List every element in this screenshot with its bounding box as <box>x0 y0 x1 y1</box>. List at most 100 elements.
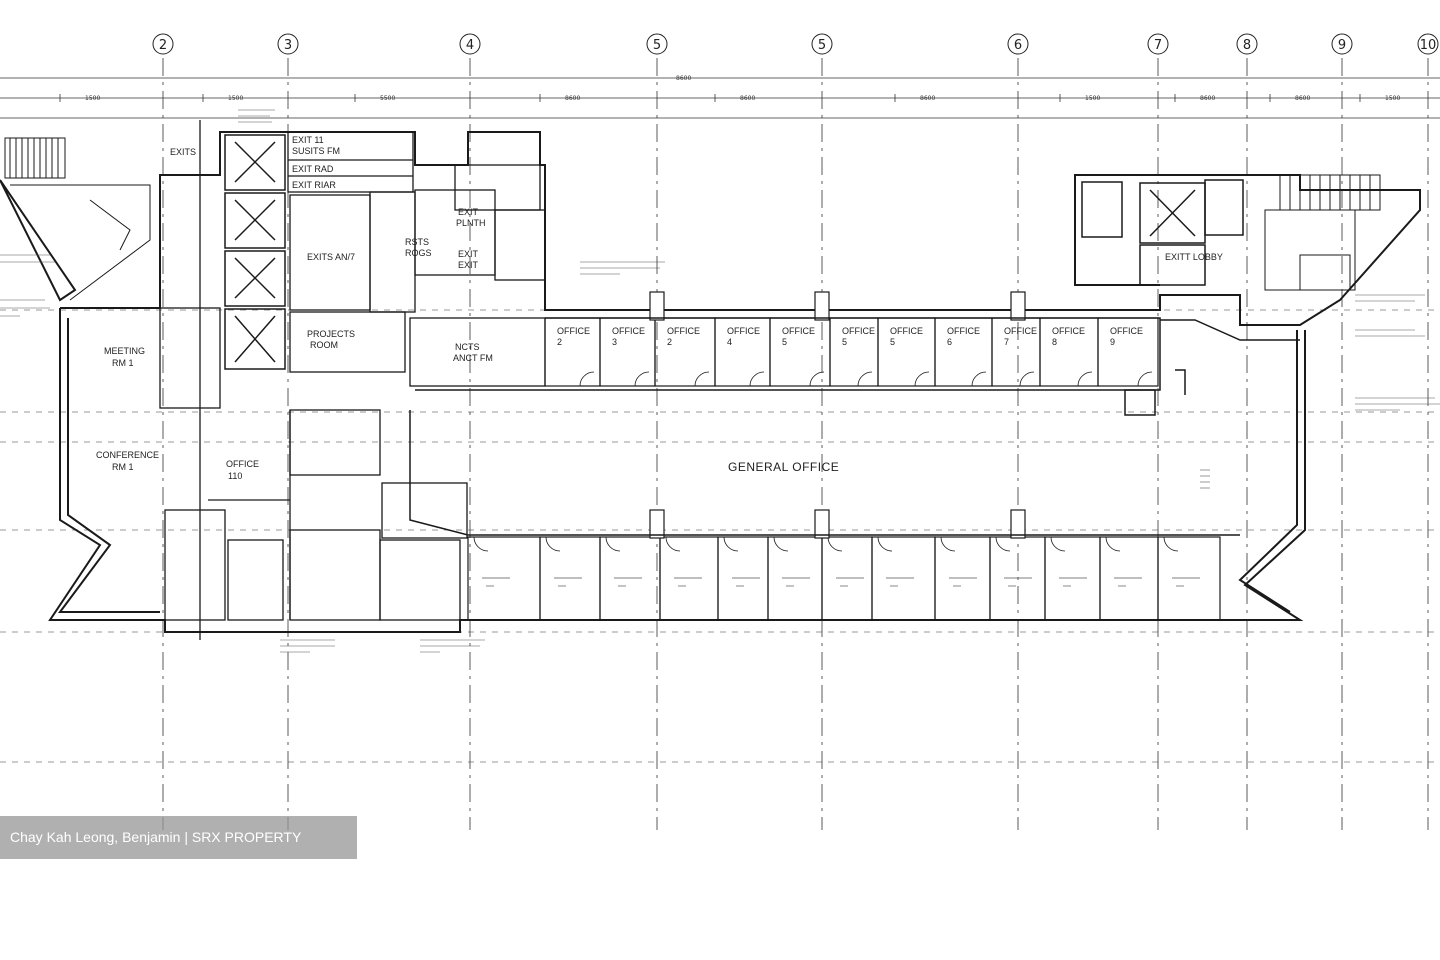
exits-anx-label: EXITS AN/7 <box>307 252 355 262</box>
segment-dimension: 8600 <box>740 95 755 102</box>
office-cell <box>539 536 601 621</box>
office-cell <box>821 536 873 621</box>
grid-marker-circle <box>811 33 833 55</box>
door-swing <box>694 371 710 387</box>
grid-label: 5 <box>818 38 826 53</box>
door-swing <box>723 536 739 552</box>
column <box>1010 291 1026 321</box>
office-cell <box>659 536 719 621</box>
door-swing <box>1163 536 1179 552</box>
grid-marker-circle <box>459 33 481 55</box>
grid-label: 5 <box>653 38 661 53</box>
grid-label: 4 <box>466 38 474 53</box>
projects-room-sublabel: ROOM <box>310 340 338 350</box>
door-swing <box>995 536 1011 552</box>
exit-plant-sublabel: PLNTH <box>456 218 486 228</box>
segment-dimension: 8600 <box>1200 95 1215 102</box>
segment-dimension: 1500 <box>1385 95 1400 102</box>
grid-marker-circle <box>1147 33 1169 55</box>
grid-marker-circle <box>1007 33 1029 55</box>
right-stair <box>1264 174 1381 291</box>
left-stair <box>4 137 151 301</box>
grid-marker-circle <box>646 33 668 55</box>
column <box>1010 509 1026 539</box>
door-swing <box>809 371 825 387</box>
watermark: Chay Kah Leong, Benjamin | SRX PROPERTY <box>0 816 357 859</box>
door-swing <box>773 536 789 552</box>
door-swing <box>1105 536 1121 552</box>
grid-label: 7 <box>1154 38 1162 53</box>
office-cell <box>717 536 769 621</box>
offices-bottom-row <box>467 291 1221 621</box>
conference-room-sublabel: RM 1 <box>112 462 134 472</box>
office-cell <box>467 536 541 621</box>
general-office-label: GENERAL OFFICE <box>728 460 839 474</box>
door-swing <box>1050 536 1066 552</box>
door-swing <box>634 371 650 387</box>
exits-lobby-left-label: EXITS <box>170 147 196 157</box>
segment-dimension: 8600 <box>1295 95 1310 102</box>
door-swing <box>914 371 930 387</box>
door-swing <box>971 371 987 387</box>
door-swing <box>827 536 843 552</box>
office-cell <box>1044 536 1101 621</box>
exit-exit-sublabel: EXIT <box>458 260 479 270</box>
structural-grid: 2 3 4 5 5 6 7 8 9 10 <box>152 33 1439 830</box>
office-floor-outline <box>409 317 1300 536</box>
offices-top-row: OFFICE2OFFICE3OFFICE2OFFICE4OFFICE5OFFIC… <box>544 317 1159 387</box>
meeting-room-label: MEETING <box>104 346 145 356</box>
door-swing <box>473 536 489 552</box>
office-number: 8 <box>1052 337 1057 347</box>
grid-marker-circle <box>152 33 174 55</box>
office-number: 5 <box>890 337 895 347</box>
exit-11-label: EXIT 11 <box>292 135 324 145</box>
exit-plant-label: EXIT <box>458 207 479 217</box>
segment-dimension: 1500 <box>1085 95 1100 102</box>
office-cell <box>934 536 991 621</box>
grid-label: 6 <box>1014 38 1022 53</box>
nets-sublabel: ANCT FM <box>453 353 493 363</box>
office-number: 5 <box>842 337 847 347</box>
door-swing <box>605 536 621 552</box>
segment-dimension: 8600 <box>920 95 935 102</box>
door-swing <box>857 371 873 387</box>
office-cell <box>767 536 823 621</box>
office-cell <box>989 536 1046 621</box>
grid-label: 9 <box>1338 38 1346 53</box>
exit-lobby-label: EXITT LOBBY <box>1165 252 1223 262</box>
office-label: OFFICE <box>842 326 875 336</box>
office-number: 5 <box>782 337 787 347</box>
office-label: OFFICE <box>667 326 700 336</box>
meeting-room-sublabel: RM 1 <box>112 358 134 368</box>
office-label: OFFICE <box>612 326 645 336</box>
office-cell <box>871 536 936 621</box>
projects-room-label: PROJECTS <box>307 329 355 339</box>
grid-label: 2 <box>159 38 167 53</box>
door-swing <box>1077 371 1093 387</box>
exit-riar-label: EXIT RIAR <box>292 180 336 190</box>
segment-dimension: 1500 <box>228 95 243 102</box>
exit-exit-label: EXIT <box>458 249 479 259</box>
office-label: OFFICE <box>890 326 923 336</box>
segment-dimension: 8600 <box>565 95 580 102</box>
grid-label: 3 <box>284 38 292 53</box>
grid-label: 10 <box>1420 38 1437 53</box>
office-number: 7 <box>1004 337 1009 347</box>
office-label: OFFICE <box>782 326 815 336</box>
office-cell <box>599 536 661 621</box>
door-swing <box>1137 371 1153 387</box>
office-number: 9 <box>1110 337 1115 347</box>
exit-11-sublabel: SUSITS FM <box>292 146 340 156</box>
office-110-sublabel: 110 <box>228 471 242 481</box>
segment-dimension: 1500 <box>85 95 100 102</box>
rests-sublabel: ROGS <box>405 248 432 258</box>
door-swing <box>579 371 595 387</box>
room-labels: MEETING RM 1 CONFERENCE RM 1 OFFICE 110 … <box>96 135 1223 481</box>
lift-shaft-right <box>1081 179 1244 286</box>
door-swing <box>665 536 681 552</box>
office-label: OFFICE <box>1004 326 1037 336</box>
door-swing <box>1019 371 1035 387</box>
annotation-notes <box>0 109 1440 653</box>
office-number: 3 <box>612 337 617 347</box>
